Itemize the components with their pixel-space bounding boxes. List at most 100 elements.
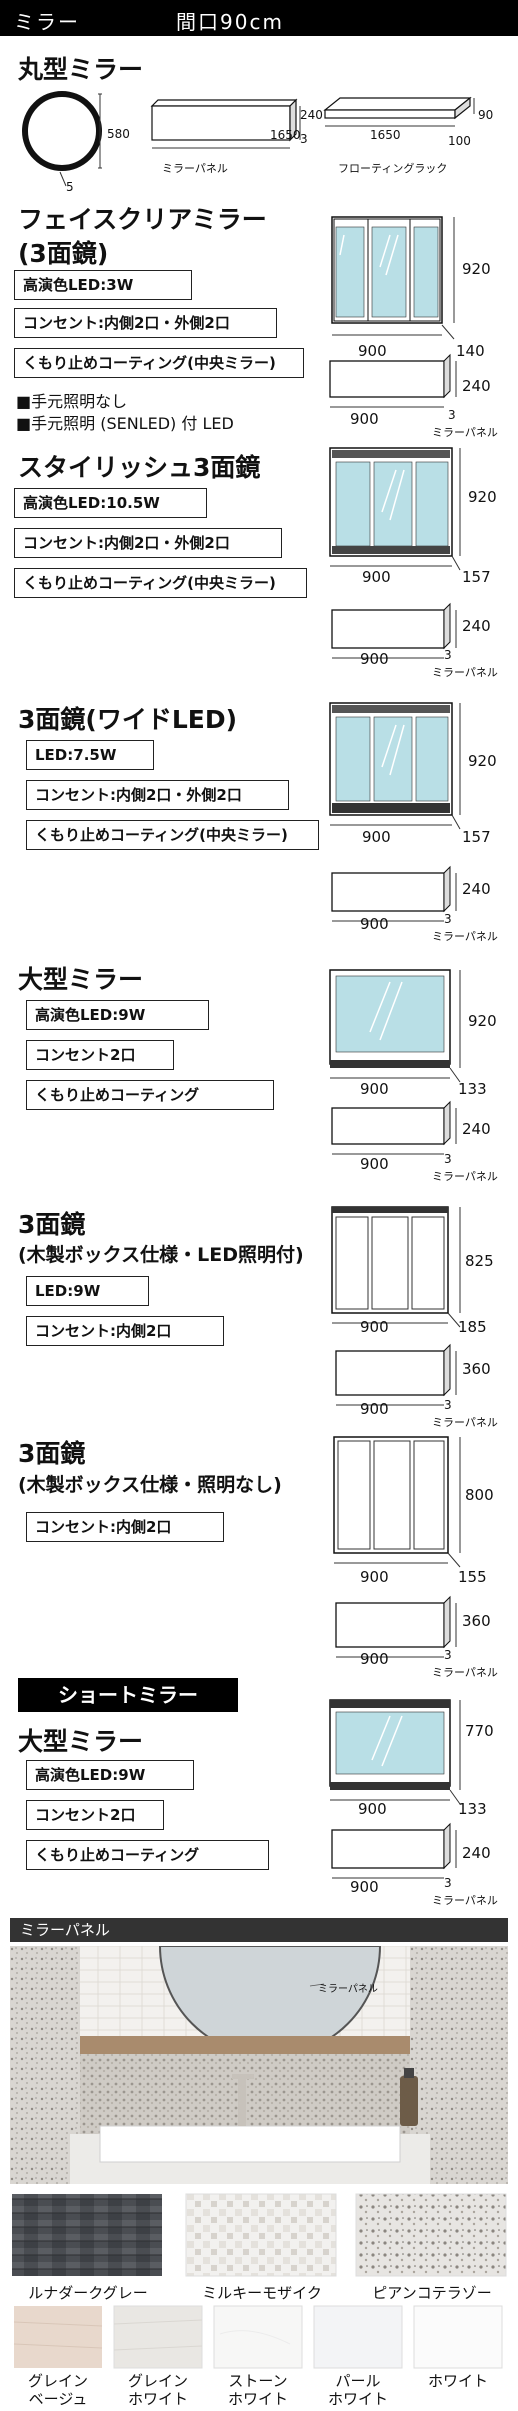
short-panel-depth: 3 (444, 1876, 452, 1890)
wide-panel-depth: 3 (444, 912, 452, 926)
stylish-title: スタイリッシュ3面鏡 (18, 453, 261, 482)
woodled-panel-depth: 3 (444, 1398, 452, 1412)
wide-depth: 157 (462, 828, 491, 846)
category-label: ミラー (14, 10, 80, 34)
stylish-panel-width: 900 (360, 650, 389, 668)
round-depth: 5 (66, 180, 74, 194)
short-mirror-band: ショートミラー (18, 1678, 238, 1712)
woodled-panel-height: 360 (462, 1360, 491, 1378)
wide-cabinet-drawing (329, 702, 461, 922)
mirror-panel-bar: ミラーパネル (10, 1918, 508, 1942)
face-cabinet-drawing (329, 216, 457, 408)
short-panel-width: 900 (350, 1878, 379, 1896)
woodnl-cabinet-drawing (333, 1436, 461, 1658)
stylish-badge-outlet: コンセント:内側2口・外側2口 (14, 528, 282, 558)
large-panel-depth: 3 (444, 1152, 452, 1166)
panel-depth: 3 (300, 132, 308, 146)
woodnl-height: 800 (465, 1486, 494, 1504)
round-height: 580 (107, 127, 130, 141)
woodled-badge-outlet: コンセント:内側2口 (26, 1316, 224, 1346)
woodled-title: 3面鏡 (18, 1210, 86, 1239)
round-mirror-title: 丸型ミラー (18, 55, 144, 84)
face-note-2: ■手元照明 (SENLED) 付 LED (16, 414, 234, 433)
short-panel-caption: ミラーパネル (432, 1894, 498, 1907)
face-height: 920 (462, 260, 491, 278)
swatch-label-bianco: ピアンコテラゾー (372, 2284, 492, 2302)
face-panel-caption: ミラーパネル (432, 426, 498, 439)
woodled-badge-led: LED:9W (26, 1276, 149, 1306)
short-cabinet-drawing (329, 1699, 461, 1879)
woodled-panel-caption: ミラーパネル (432, 1416, 498, 1429)
header-bar: ミラー 間口90cm (0, 0, 518, 36)
bathroom-photo (10, 1946, 508, 2184)
stylish-panel-height: 240 (462, 617, 491, 635)
large-title: 大型ミラー (18, 965, 144, 994)
stylish-panel-depth: 3 (444, 648, 452, 662)
swatch-label-grain-white: グレイン ホワイト (127, 2372, 188, 2408)
woodnl-width: 900 (360, 1568, 389, 1586)
panel-width: 1650 (270, 128, 301, 142)
stylish-cabinet-drawing (329, 447, 461, 659)
wide-badge-coating: くもり止めコーティング(中央ミラー) (26, 820, 319, 850)
large-badge-outlet: コンセント2口 (26, 1040, 174, 1070)
woodnl-panel-width: 900 (360, 1650, 389, 1668)
woodled-cabinet-drawing (331, 1206, 461, 1406)
short-badge-led: 高演色LED:9W (26, 1760, 194, 1790)
rack-depth: 100 (448, 134, 471, 148)
face-badge-coating: くもり止めコーティング(中央ミラー) (14, 348, 304, 378)
swatch-label-pearl-white: パール ホワイト (327, 2372, 388, 2408)
woodled-depth: 185 (458, 1318, 487, 1336)
swatch-row1 (12, 2193, 507, 2277)
woodnl-title: 3面鏡 (18, 1439, 86, 1468)
face-panel-width: 900 (350, 410, 379, 428)
swatch-label-stone-white: ストーン ホワイト (227, 2372, 288, 2408)
swatch-label-luna: ルナダークグレー (28, 2284, 148, 2302)
swatch-label-milky: ミルキーモザイク (202, 2284, 322, 2302)
face-depth: 140 (456, 342, 485, 360)
woodled-subtitle: (木製ボックス仕様・LED照明付) (18, 1244, 304, 1266)
rack-width: 1650 (370, 128, 401, 142)
stylish-width: 900 (362, 568, 391, 586)
wide-panel-width: 900 (360, 915, 389, 933)
short-badge-coating: くもり止めコーティング (26, 1840, 269, 1870)
large-height: 920 (468, 1012, 497, 1030)
swatch-label-white: ホワイト (427, 2372, 488, 2390)
wide-badge-led: LED:7.5W (26, 740, 154, 770)
woodnl-subtitle: (木製ボックス仕様・照明なし) (18, 1474, 282, 1496)
panel-caption: ミラーパネル (162, 162, 228, 175)
large-badge-coating: くもり止めコーティング (26, 1080, 274, 1110)
short-width: 900 (358, 1800, 387, 1818)
woodnl-panel-height: 360 (462, 1612, 491, 1630)
face-width: 900 (358, 342, 387, 360)
stylish-panel-caption: ミラーパネル (432, 666, 498, 679)
short-depth: 133 (458, 1800, 487, 1818)
short-badge-outlet: コンセント2口 (26, 1800, 164, 1830)
stylish-badge-coating: くもり止めコーティング(中央ミラー) (14, 568, 307, 598)
woodnl-panel-depth: 3 (444, 1648, 452, 1662)
panel-height: 240 (300, 108, 323, 122)
woodnl-badge-outlet: コンセント:内側2口 (26, 1512, 224, 1542)
short-panel-height: 240 (462, 1844, 491, 1862)
face-panel-depth: 3 (448, 408, 456, 422)
large-panel-height: 240 (462, 1120, 491, 1138)
large-cabinet-drawing (329, 969, 461, 1155)
woodled-height: 825 (465, 1252, 494, 1270)
width-label: 間口90cm (176, 10, 284, 34)
wide-height: 920 (468, 752, 497, 770)
wide-title: 3面鏡(ワイドLED) (18, 705, 238, 734)
face-panel-height: 240 (462, 377, 491, 395)
large-panel-width: 900 (360, 1155, 389, 1173)
stylish-badge-led: 高演色LED:10.5W (14, 488, 207, 518)
large-width: 900 (360, 1080, 389, 1098)
rack-caption: フローティングラック (338, 162, 448, 175)
short-title: 大型ミラー (18, 1727, 144, 1756)
large-depth: 133 (458, 1080, 487, 1098)
woodled-panel-width: 900 (360, 1400, 389, 1418)
large-badge-led: 高演色LED:9W (26, 1000, 209, 1030)
stylish-depth: 157 (462, 568, 491, 586)
face-note-1: ■手元照明なし (16, 392, 128, 411)
woodled-width: 900 (360, 1318, 389, 1336)
round-mirror-drawings (22, 91, 475, 187)
face-title: フェイスクリアミラー (18, 205, 267, 234)
large-panel-caption: ミラーパネル (432, 1170, 498, 1183)
